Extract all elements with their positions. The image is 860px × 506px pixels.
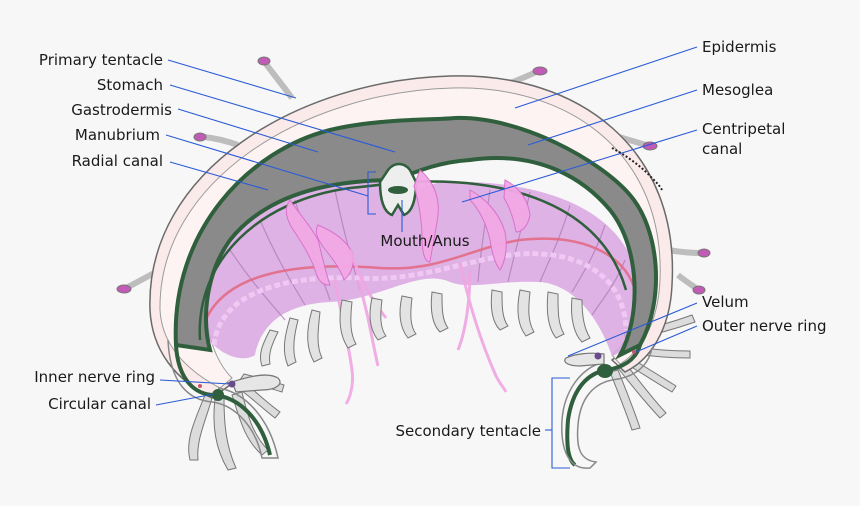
label-primary-tentacle: Primary tentacle <box>39 51 163 69</box>
label-secondary-tentacle: Secondary tentacle <box>395 422 541 440</box>
primary-tentacle-stubs <box>116 56 711 295</box>
nerve-ring-arc <box>198 237 638 341</box>
label-mesoglea: Mesoglea <box>702 81 773 99</box>
label-centripetal-canal-2: canal <box>702 140 742 158</box>
label-inner-nerve-ring: Inner nerve ring <box>34 368 155 386</box>
right-outer-nerve-dot <box>632 350 636 354</box>
leader-stomach <box>169 84 396 153</box>
label-epidermis: Epidermis <box>702 38 777 56</box>
right-circular-canal-node <box>597 364 613 378</box>
right-velum-flap <box>564 352 605 367</box>
leader-primary-tentacle <box>167 59 297 99</box>
leader-velum <box>567 302 698 357</box>
leader-manubrium-bracket <box>367 171 376 215</box>
leader-secondary-tentacle-bracket <box>551 377 570 469</box>
label-manubrium: Manubrium <box>75 126 160 144</box>
leader-radial-canal <box>169 161 269 191</box>
trailing-oral-arms <box>333 249 508 405</box>
left-inner-nerve-ring-dot <box>228 380 236 388</box>
leader-inner-nerve-ring <box>159 379 231 385</box>
label-gastrodermis: Gastrodermis <box>71 101 172 119</box>
leader-mesoglea <box>527 89 698 146</box>
label-circular-canal: Circular canal <box>48 395 151 413</box>
gastrodermis <box>173 115 658 360</box>
gastrodermis-inner-right <box>411 180 628 291</box>
label-stomach: Stomach <box>97 76 163 94</box>
left-margin-outer <box>167 339 279 459</box>
oral-arms <box>285 169 531 286</box>
leader-circular-canal <box>155 393 215 406</box>
right-margin-canal <box>565 344 642 467</box>
right-margin-outer <box>561 347 653 469</box>
labels: Primary tentacle Stomach Gastrodermis Ma… <box>34 38 826 440</box>
left-velum-flap <box>231 374 281 393</box>
label-mouth-anus: Mouth/Anus <box>380 232 469 250</box>
right-inner-nerve-ring-dot <box>594 352 602 360</box>
leader-epidermis <box>514 46 698 109</box>
velum-band <box>211 251 629 346</box>
label-centripetal-canal-1: Centripetal <box>702 120 785 138</box>
mouth-opening <box>388 186 408 194</box>
bell-frill <box>611 147 663 191</box>
label-radial-canal: Radial canal <box>72 152 163 170</box>
leader-centripetal-canal <box>461 129 698 203</box>
label-velum: Velum <box>702 293 749 311</box>
left-circular-canal-node <box>212 389 224 401</box>
leader-manubrium <box>165 134 369 197</box>
leader-lines <box>155 46 698 469</box>
leader-outer-nerve-ring <box>635 325 698 353</box>
inner-tentacles <box>259 289 591 367</box>
label-outer-nerve-ring: Outer nerve ring <box>702 317 827 335</box>
leader-gastrodermis <box>177 108 319 153</box>
left-outer-nerve-dot <box>198 384 202 388</box>
